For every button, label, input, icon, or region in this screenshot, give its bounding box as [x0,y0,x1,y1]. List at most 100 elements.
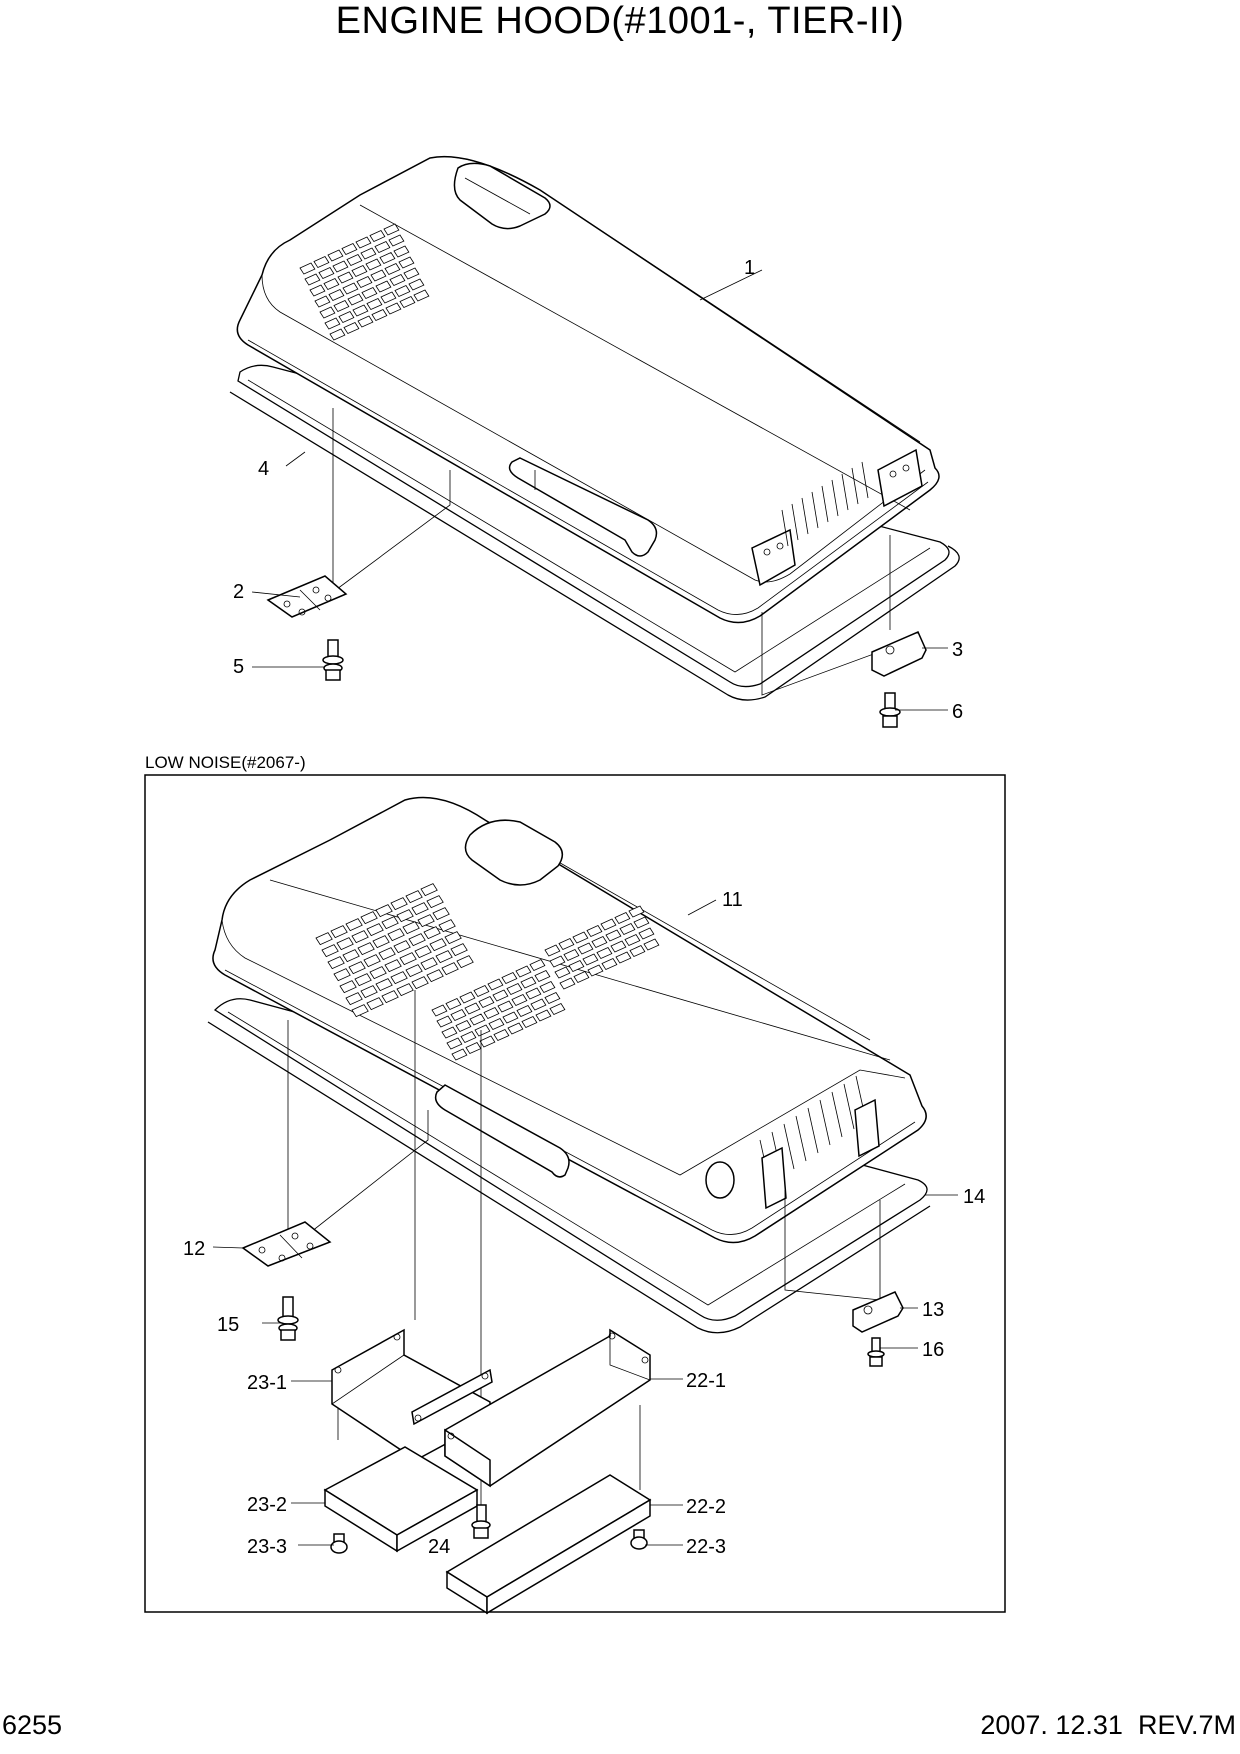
grill-cell [330,925,348,939]
grill-cell [360,247,377,260]
grill-cell [596,947,613,960]
grill-cell [369,230,386,243]
grill-cell [483,1007,500,1020]
callout-12: 12 [183,1238,205,1260]
grill-cell [529,959,546,972]
callout-23-2: 23-2 [247,1494,287,1516]
grill-cell [417,914,435,928]
grill-cell [633,916,650,929]
grill-cell [363,954,381,968]
grill-cell [333,300,350,313]
seal-ring-4 [229,364,960,701]
grill-cell [360,985,378,999]
grill-cell [408,278,425,291]
callout-4: 4 [258,458,269,480]
grill-cell [346,254,363,267]
grill-cell [414,945,432,959]
callout-2: 2 [233,581,244,603]
grill-cell [568,960,585,973]
grill-cell [473,985,490,998]
grill-cell [628,905,645,918]
grill-cell [408,933,426,947]
grill-cell [304,273,321,286]
callout-24: 24 [428,1536,450,1558]
callout-3: 3 [952,639,963,661]
grill-cell [539,981,556,994]
hood-vent-grill-left [315,883,474,1018]
grill-cell [375,904,393,918]
grill-cell [337,271,354,284]
grill-cell [315,932,333,946]
grill-cell [420,883,438,897]
grill-cell [450,1009,467,1022]
grill-cell [554,966,571,979]
grill-cell [365,258,382,271]
bolt-24 [471,1504,491,1539]
grill-cell [426,895,444,909]
grill-cell [366,298,383,311]
grill-cell [380,291,397,304]
grill-cell [502,1011,519,1024]
callout-5: 5 [233,656,244,678]
grill-cell [431,1004,448,1017]
grill-cell [333,968,351,982]
grill-cell [429,938,447,952]
grill-cell [360,911,378,925]
grill-cell [464,1002,481,1015]
hood-vent-grill-center [431,959,566,1061]
grill-cell [399,952,417,966]
grill-cell [601,958,618,971]
low-noise-frame [144,774,1006,1613]
grill-cell [384,959,402,973]
grill-cell [375,280,392,293]
grill-cell [455,1020,472,1033]
seal-ring-14 [207,998,931,1334]
callout-1: 1 [744,257,755,279]
grill-cell [605,929,622,942]
grill-cell [354,973,372,987]
grill-cell [394,285,411,298]
grill-cell [388,234,405,247]
grill-cell [356,276,373,289]
grill-cell [319,306,336,319]
grill-cell [332,260,349,273]
grill-cell [411,976,429,990]
grill-cell [610,940,627,953]
grill-cell [572,931,589,944]
grill-cell [600,918,617,931]
grill-cell [643,938,660,951]
grill-cell [487,978,504,991]
grill-cell [327,249,344,262]
grill-cell [426,969,444,983]
grill-cell [413,289,430,302]
grill-cell [438,919,456,933]
grill-cell [374,241,391,254]
grill-cell [405,890,423,904]
lower-assembly: 11 12 13 14 15 16 22-1 22-2 22-3 23-1 23… [183,796,985,1615]
grill-cell [324,317,341,330]
grill-cell [459,991,476,1004]
callout-15: 15 [217,1314,239,1336]
grill-cell [521,1016,538,1029]
bolt-5 [322,639,344,681]
grill-cell [399,296,416,309]
grill-cell [563,949,580,962]
grill-cell [582,953,599,966]
grill-cell [381,990,399,1004]
grill-cell [318,267,335,280]
grill-cell [366,923,384,937]
grill-cell [313,256,330,269]
grill-cell [369,966,387,980]
grill-cell [436,1015,453,1028]
grill-cell [390,971,408,985]
grill-cell [390,897,408,911]
date-revision: 2007. 12.31 REV.7M [980,1710,1236,1740]
grill-cell [492,989,509,1002]
grill-cell [351,265,368,278]
grill-cell [398,256,415,269]
grill-cell [441,1026,458,1039]
bolt-15 [277,1296,299,1341]
grill-cell [342,949,360,963]
grill-cell [336,937,354,951]
